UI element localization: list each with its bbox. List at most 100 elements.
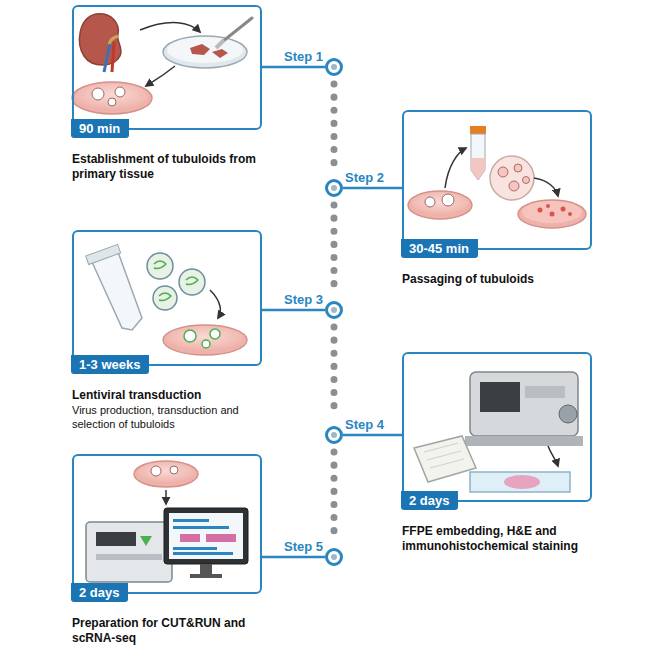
step-connector [262,556,325,559]
timeline-circle [325,426,343,444]
magnified-view [509,181,519,191]
step-label: Step 4 [345,417,384,432]
timeline-dots [331,84,338,171]
step-title: Establishment of tubuloids from primary … [72,152,262,182]
timeline-marker: Step 1 [325,58,343,76]
sequencer [96,554,162,560]
petri-dish [167,37,243,63]
scalpel [222,18,252,42]
petri-dish [518,200,586,228]
duration-text: 2 days [79,585,119,600]
petri-dish [92,88,104,100]
step-caption: Passaging of tubuloids [402,272,592,287]
kidney-tissue [80,14,122,72]
microscope-slide [470,472,570,492]
petri-dish [167,326,243,350]
step-arrow [445,148,466,188]
petri-dish [546,204,550,208]
step-caption: Lentiviral transductionVirus production,… [72,388,262,431]
duration-tag: 90 min [71,119,129,138]
petri-dish [190,44,210,55]
step-arrow [165,490,167,504]
microtome [480,382,520,412]
falcon-tube [470,126,486,180]
microtome [465,436,583,446]
step-label: Step 5 [284,539,323,554]
step-box: Passaging of tubuloids 30-45 min [402,110,592,287]
virus-particle [153,286,177,310]
step-description: Virus production, transduction and selec… [72,403,262,431]
petri-dish [210,329,220,339]
petri-dish [163,325,247,355]
petri-dish [72,82,152,114]
petri-dish [538,208,543,213]
virus-particle [186,277,198,285]
petri-dish [163,36,247,68]
step-label: Step 1 [284,49,323,64]
step-frame [402,110,592,250]
petri-dish [212,49,228,58]
petri-dish [518,200,586,228]
computer-monitor [164,508,248,564]
step-caption: FFPE embedding, H&E and immunohistochemi… [402,524,592,554]
timeline-marker: Step 5 [325,548,343,566]
timeline-dots [331,327,338,418]
petri-dish [72,82,152,114]
eppendorf-tube [86,244,142,330]
duration-text: 1-3 weeks [79,357,140,372]
petri-dish [134,461,198,487]
eppendorf-tube [92,252,142,330]
computer-monitor [164,508,248,578]
step-connector [262,66,325,69]
step-title: Lentiviral transduction [72,388,262,403]
computer-monitor [173,547,217,550]
sequencer [86,522,172,582]
sequencer [96,532,136,546]
petri-dish [561,207,566,212]
microtome [559,405,577,423]
duration-tag: 30-45 min [401,239,478,258]
sequencer [86,522,172,582]
step-label: Step 3 [284,292,323,307]
duration-tag: 2 days [401,491,458,510]
computer-monitor [169,513,243,559]
falcon-tube [470,126,486,134]
duration-text: 2 days [409,493,449,508]
microtome [470,372,578,436]
kidney-tissue [104,44,110,72]
scalpel [216,40,224,48]
magnified-view [490,156,534,200]
microscope-slide [470,472,570,492]
microtome [525,386,565,398]
sequencer [140,536,152,546]
virus-particle [154,261,166,269]
computer-monitor [200,564,212,574]
duration-tag: 2 days [71,583,128,602]
step-caption: Preparation for CUT&RUN and scRNA-seq [72,616,262,646]
step-frame [72,230,262,366]
petri-dish [184,330,196,342]
magnified-view [523,177,530,184]
step-connector [343,187,402,190]
microtome [465,372,583,446]
timeline-dots [331,452,338,540]
timeline-marker: Step 2 [325,179,343,197]
step-box: Preparation for CUT&RUN and scRNA-seq 2 d… [72,454,262,646]
falcon-tube [471,134,485,180]
petri-dish [163,36,247,68]
step-title: Passaging of tubuloids [402,272,592,287]
duration-text: 90 min [79,121,120,136]
magnified-view [498,167,508,177]
petri-dish [163,325,247,355]
step-title: FFPE embedding, H&E and immunohistochemi… [402,524,592,554]
timeline-circle [325,301,343,319]
petri-dish [412,192,468,214]
step-arrow [140,23,200,32]
timeline-marker: Step 4 [325,426,343,444]
step-box: Lentiviral transductionVirus production,… [72,230,262,431]
petri-dish [408,191,472,219]
step-title: Preparation for CUT&RUN and scRNA-seq [72,616,262,646]
step-connector [343,434,402,437]
kidney-tissue [80,14,122,65]
